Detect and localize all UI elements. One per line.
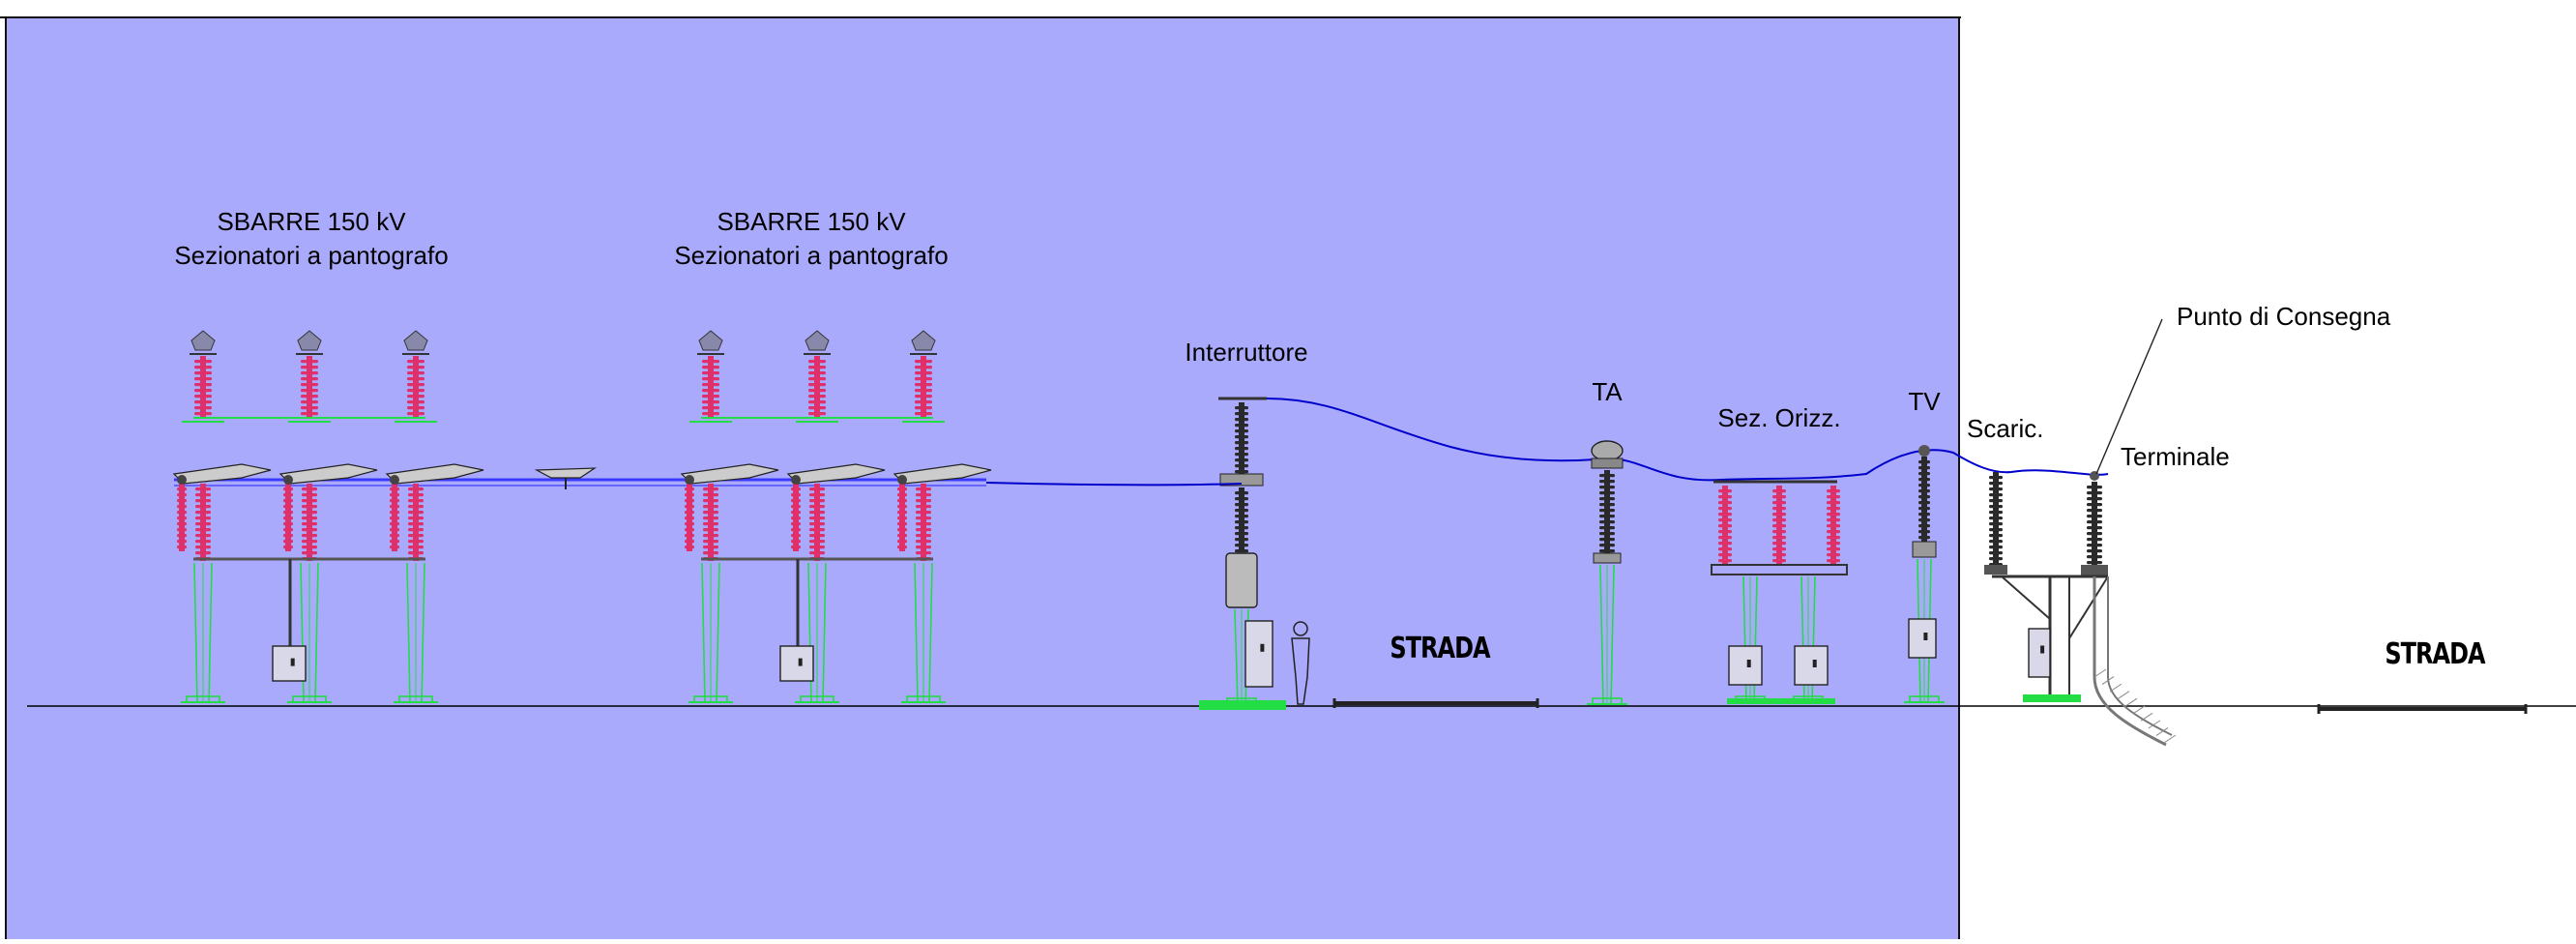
pantograph-phase-3 xyxy=(893,330,992,703)
busbar-group-2-title: SBARRE 150 kV xyxy=(717,207,906,236)
busbar-spacer xyxy=(534,467,598,489)
person-figure xyxy=(1291,621,1310,705)
phase-support xyxy=(901,562,946,703)
pantograph-insulator xyxy=(407,356,424,418)
busbar-group-1-title: SBARRE 150 kV xyxy=(217,207,406,236)
pantograph-insulator xyxy=(194,356,212,418)
circuit-breaker-label: Interruttore xyxy=(1185,338,1308,367)
post-insulator-left xyxy=(685,484,694,551)
post-insulator-left xyxy=(897,484,907,551)
sez-cabinet-right xyxy=(1794,645,1829,686)
ta-support xyxy=(1587,564,1627,705)
post-insulator-left xyxy=(177,484,187,551)
pantograph-insulator xyxy=(702,356,719,418)
sez-insulator-1 xyxy=(1718,486,1732,565)
terminal-insulator xyxy=(2087,482,2102,565)
pantograph-bay-2 xyxy=(680,330,992,703)
post-insulator-right xyxy=(916,484,931,561)
road-2 xyxy=(2317,704,2528,714)
post-insulator-right xyxy=(809,484,825,561)
current-transformer xyxy=(1587,440,1627,705)
road-1 xyxy=(1332,698,1539,708)
sez-insulator-2 xyxy=(1772,486,1786,565)
horizontal-disconnector-label: Sez. Orizz. xyxy=(1717,403,1841,432)
post-insulator-left xyxy=(390,484,399,551)
surge-arrester xyxy=(1984,472,2007,575)
motor-operator-cabinet xyxy=(779,645,814,682)
busbar-group-2-subtitle: Sezionatori a pantografo xyxy=(674,241,949,270)
busbar-group-1-subtitle: Sezionatori a pantografo xyxy=(174,241,449,270)
circuit-breaker xyxy=(1199,397,1286,710)
tv-insulator xyxy=(1918,457,1930,542)
ta-insulator xyxy=(1599,470,1615,553)
road-label-2: STRADA xyxy=(2385,636,2485,671)
pantograph-insulator xyxy=(915,356,932,418)
breaker-control-cabinet xyxy=(1244,620,1273,688)
post-insulator-right xyxy=(408,484,424,561)
conductor-cable xyxy=(985,398,2109,487)
horizontal-disconnector xyxy=(1711,480,1848,704)
sez-insulator-3 xyxy=(1827,486,1840,565)
surge-arrester-label: Scaric. xyxy=(1967,414,2044,443)
arrester-insulator xyxy=(1989,472,2003,567)
post-insulator-left xyxy=(791,484,801,551)
pantograph-insulator xyxy=(301,356,318,418)
underground-cable xyxy=(2093,576,2177,747)
delivery-point-leader xyxy=(2095,318,2163,475)
terminal-cabinet xyxy=(2028,628,2051,678)
tv-cabinet xyxy=(1908,618,1937,659)
sez-cabinet-left xyxy=(1728,645,1763,686)
voltage-transformer xyxy=(1904,445,1945,703)
pantograph-phase-2 xyxy=(786,330,886,703)
breaker-upper-insulator xyxy=(1235,402,1248,474)
delivery-point-label: Punto di Consegna xyxy=(2177,302,2391,331)
pantograph-insulator xyxy=(808,356,826,418)
motor-operator-cabinet xyxy=(272,645,307,682)
cable-terminal xyxy=(2081,471,2108,576)
current-transformer-label: TA xyxy=(1592,377,1623,406)
pantograph-phase-1 xyxy=(680,330,779,703)
breaker-lower-insulator xyxy=(1235,487,1248,553)
phase-support xyxy=(688,562,733,703)
terminal-support-frame xyxy=(1992,575,2109,702)
pantograph-phase-1 xyxy=(172,330,272,703)
phase-support xyxy=(394,562,438,703)
pantograph-phase-2 xyxy=(278,330,378,703)
cable-terminal-label: Terminale xyxy=(2121,442,2230,471)
voltage-transformer-label: TV xyxy=(1908,387,1941,416)
post-insulator-right xyxy=(703,484,718,561)
pantograph-phase-3 xyxy=(385,330,484,703)
post-insulator-left xyxy=(283,484,293,551)
phase-support xyxy=(181,562,225,703)
road-label-1: STRADA xyxy=(1390,631,1490,665)
pantograph-bay-1 xyxy=(172,330,484,703)
